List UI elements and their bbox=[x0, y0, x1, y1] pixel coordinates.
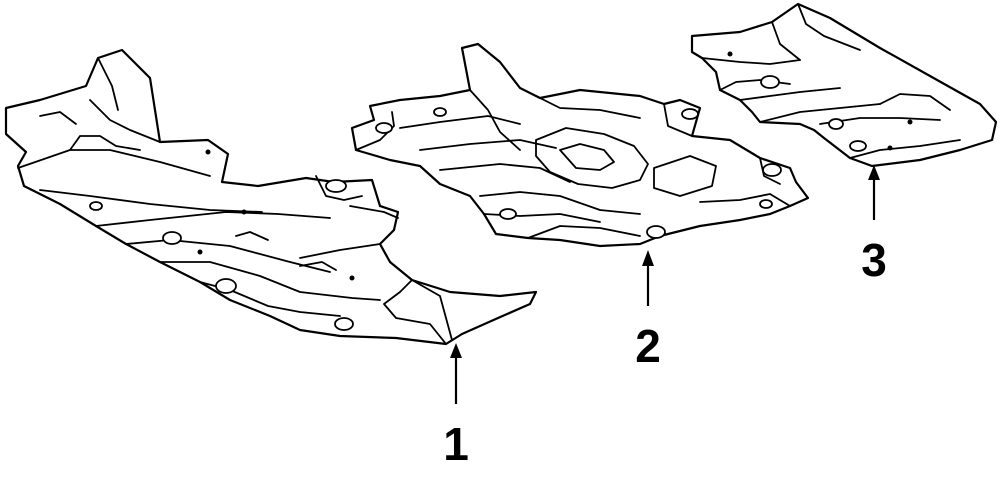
leader-line-3 bbox=[868, 165, 880, 220]
part-1-engine-under-cover[interactable] bbox=[4, 48, 538, 346]
part-3-rear-under-cover[interactable] bbox=[690, 2, 998, 168]
callout-1-label: 1 bbox=[443, 418, 469, 470]
part-2-center-under-cover[interactable] bbox=[350, 42, 810, 248]
leader-line-1 bbox=[450, 343, 462, 404]
leader-line-2 bbox=[642, 250, 654, 306]
callout-3-label: 3 bbox=[861, 234, 887, 286]
callout-2-label: 2 bbox=[635, 320, 661, 372]
